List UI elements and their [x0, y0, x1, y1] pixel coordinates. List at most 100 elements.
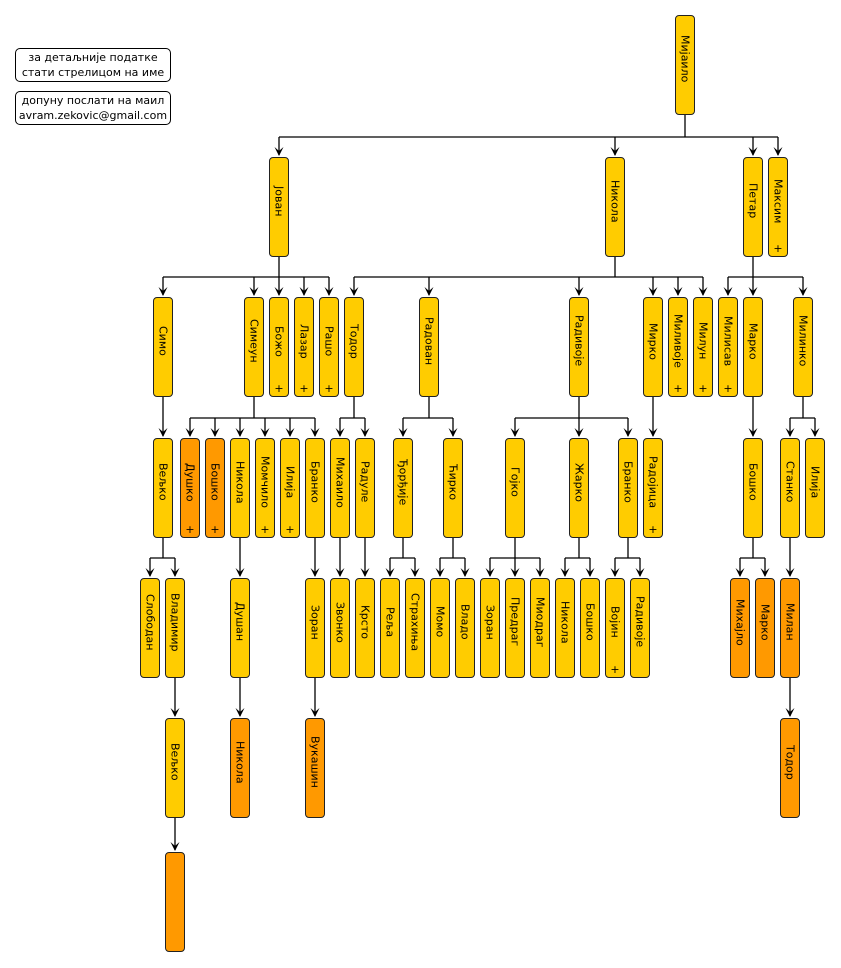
hint-line-2: стати стрелицом на име	[21, 66, 165, 79]
person-node[interactable]: Илија+	[280, 438, 300, 538]
person-name-wrap: Реља	[381, 579, 399, 665]
person-node[interactable]: Момо	[430, 578, 450, 678]
person-node[interactable]: Јован	[269, 157, 289, 257]
person-node[interactable]: Душко+	[180, 438, 200, 538]
person-node[interactable]: Радивоје	[630, 578, 650, 678]
arrow-head	[748, 147, 758, 156]
arrow-head	[324, 287, 334, 296]
person-node[interactable]: Мијаило	[675, 15, 695, 115]
person-name-wrap: Бошко	[744, 439, 762, 525]
person-node[interactable]: Вељко	[165, 718, 185, 818]
person-node[interactable]: Михаило	[330, 438, 350, 538]
person-node[interactable]: Симеун	[244, 297, 264, 397]
person-node[interactable]: Бранко	[618, 438, 638, 538]
person-node[interactable]: Радивоје	[569, 297, 589, 397]
person-node[interactable]: Слободан	[140, 578, 160, 678]
person-name: Вељко	[156, 463, 170, 501]
arrow-head	[560, 568, 570, 577]
person-node[interactable]: Зоран	[305, 578, 325, 678]
person-name-wrap: Миливоје	[669, 298, 687, 384]
person-name: Никола	[558, 600, 572, 644]
deceased-mark: +	[299, 382, 309, 395]
person-node[interactable]: Петар	[743, 157, 763, 257]
person-node[interactable]: Никола	[555, 578, 575, 678]
person-node[interactable]: Предраг	[505, 578, 525, 678]
person-node[interactable]: Симо	[153, 297, 173, 397]
person-node[interactable]: Владимир	[165, 578, 185, 678]
person-name-wrap: Радивоје	[570, 298, 588, 384]
person-node[interactable]: Душан	[230, 578, 250, 678]
person-node[interactable]: Миодраг	[530, 578, 550, 678]
person-node[interactable]: Ђорђије	[393, 438, 413, 538]
person-node[interactable]: Милинко	[793, 297, 813, 397]
person-node[interactable]: Страхиња	[405, 578, 425, 678]
arrow-head	[335, 568, 345, 577]
person-node[interactable]: Милисав +	[718, 297, 738, 397]
arrow-head	[785, 708, 795, 717]
person-node[interactable]: Бранко	[305, 438, 325, 538]
person-node[interactable]: Момчило+	[255, 438, 275, 538]
arrow-head	[398, 428, 408, 437]
person-node[interactable]: Мирко	[643, 297, 663, 397]
person-name: Марко	[758, 603, 772, 641]
person-node[interactable]: Жарко	[569, 438, 589, 538]
person-node[interactable]: Рашо+	[319, 297, 339, 397]
person-name: Милисав	[721, 315, 735, 367]
person-name-wrap: Марко	[744, 298, 762, 384]
person-node[interactable]: Вукашин	[305, 718, 325, 818]
person-name-wrap: Јован	[270, 158, 288, 244]
person-name-wrap: Момчило	[256, 439, 274, 525]
person-node[interactable]: Радуле	[355, 438, 375, 538]
deceased-mark: +	[723, 382, 733, 395]
person-name: Душан	[233, 602, 247, 642]
person-node[interactable]: Звонко	[330, 578, 350, 678]
person-node[interactable]: Бошко	[743, 438, 763, 538]
person-name-wrap: Божо	[270, 298, 288, 384]
person-node[interactable]: Марко	[755, 578, 775, 678]
arrow-head	[235, 708, 245, 717]
person-node[interactable]: Тодор	[344, 297, 364, 397]
person-node[interactable]: Никола	[605, 157, 625, 257]
arrow-head	[485, 568, 495, 577]
arrow-head	[798, 287, 808, 296]
person-name-wrap: Гојко	[506, 439, 524, 525]
person-node[interactable]: Милун+	[693, 297, 713, 397]
person-node[interactable]: Војин+	[605, 578, 625, 678]
person-name-wrap: Момо	[431, 579, 449, 665]
person-name-wrap: Крсто	[356, 579, 374, 665]
arrow-head	[424, 287, 434, 296]
person-name: Марко	[746, 322, 760, 360]
arrow-head	[698, 287, 708, 296]
person-node[interactable]: Крсто	[355, 578, 375, 678]
person-node[interactable]: Миливоје+	[668, 297, 688, 397]
person-name-wrap: Страхиња	[406, 579, 424, 665]
person-node[interactable]: Илија	[805, 438, 825, 538]
person-node[interactable]	[165, 852, 185, 952]
person-node[interactable]: Михајло	[730, 578, 750, 678]
person-node[interactable]: Реља	[380, 578, 400, 678]
person-node[interactable]: Никола	[230, 718, 250, 818]
person-node[interactable]: Ћирко	[443, 438, 463, 538]
person-node[interactable]: Бошко+	[205, 438, 225, 538]
arrow-head	[510, 568, 520, 577]
person-node[interactable]: Никола	[230, 438, 250, 538]
person-node[interactable]: Милан	[780, 578, 800, 678]
person-node[interactable]: Станко	[780, 438, 800, 538]
person-name: Тодор	[783, 744, 797, 780]
person-node[interactable]: Бошко	[580, 578, 600, 678]
person-node[interactable]: Марко	[743, 297, 763, 397]
arrow-head	[349, 287, 359, 296]
arrow-head	[410, 568, 420, 577]
person-node[interactable]: Владо	[455, 578, 475, 678]
person-node[interactable]: Гојко	[505, 438, 525, 538]
person-node[interactable]: Зоран	[480, 578, 500, 678]
person-name: Радуле	[358, 461, 372, 503]
person-node[interactable]: Радован	[419, 297, 439, 397]
person-node[interactable]: Тодор	[780, 718, 800, 818]
person-node[interactable]: Вељко	[153, 438, 173, 538]
person-node[interactable]: Лазар+	[294, 297, 314, 397]
person-node[interactable]: Максим+	[768, 157, 788, 257]
person-name: Ћирко	[446, 463, 460, 501]
person-node[interactable]: Божо+	[269, 297, 289, 397]
person-node[interactable]: Радојица+	[643, 438, 663, 538]
